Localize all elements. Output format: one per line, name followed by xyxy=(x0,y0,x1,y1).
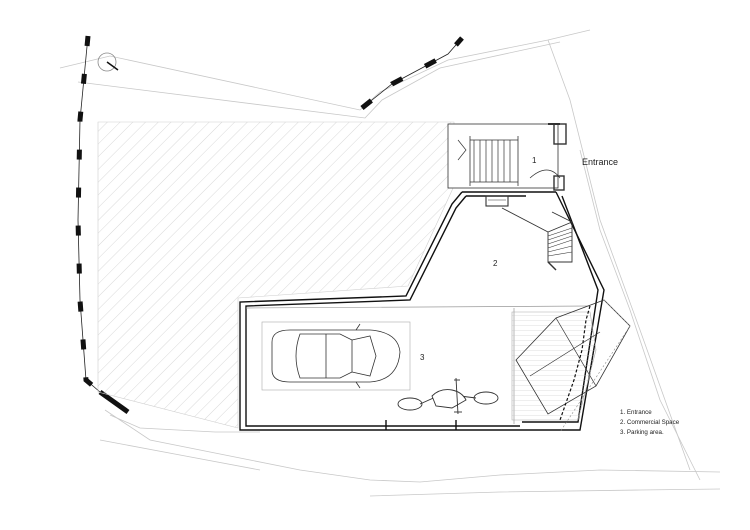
room-2-number: 2 xyxy=(493,259,498,268)
entrance-title: Entrance xyxy=(582,157,618,167)
legend: 1. Entrance 2. Commercial Space 3. Parki… xyxy=(620,409,680,436)
motorbike-drawing xyxy=(397,377,499,415)
legend-item-parking-area: 3. Parking area. xyxy=(620,429,664,436)
entrance-stair-treads xyxy=(473,140,511,182)
room-1-number: 1 xyxy=(532,156,537,165)
site-boundary-fence xyxy=(75,35,464,415)
building-walls xyxy=(239,191,605,431)
room-3-number: 3 xyxy=(420,353,425,362)
legend-item-entrance: 1. Entrance xyxy=(620,409,652,416)
car-drawing xyxy=(261,321,411,391)
interior-stair xyxy=(485,195,573,271)
exterior-ramp xyxy=(511,299,631,433)
legend-item-commercial-space: 2. Commercial Space xyxy=(620,419,680,426)
site-context-lines xyxy=(59,29,721,497)
entrance-stair xyxy=(447,123,567,191)
parking-division-line xyxy=(245,305,591,309)
hatched-lot-area xyxy=(97,121,455,429)
